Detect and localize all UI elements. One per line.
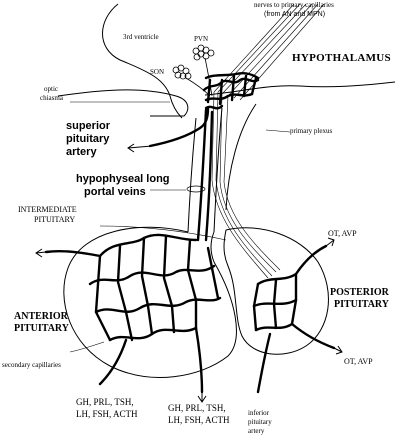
primary-plexus-label: primary plexus (290, 127, 333, 135)
hormones-left-2: LH, FSH, ACTH (76, 409, 138, 419)
son-label: SON (150, 68, 165, 76)
hypothalamus-label: HYPOTHALAMUS (292, 52, 391, 64)
nerves-source-label: (from AN and MPN) (264, 11, 326, 18)
inferior-label-3: artery (248, 427, 265, 435)
nerves-label: nerves to primary capillaries (254, 1, 334, 9)
hormones-left-1: GH, PRL, TSH, (76, 397, 134, 407)
ot-avp-bottom-label: OT, AVP (344, 357, 373, 366)
anterior-label-1: ANTERIOR (14, 311, 68, 322)
posterior-capillaries (252, 244, 336, 394)
posterior-outline (223, 227, 329, 355)
hypothalamus-floor (204, 81, 396, 96)
primary-plexus (202, 72, 260, 110)
inferior-label-2: pituitary (248, 418, 272, 426)
mid-arrow (197, 392, 207, 403)
ot-avp-top-arrow (325, 237, 335, 247)
secondary-capillaries (88, 233, 222, 342)
portal-veins (196, 108, 214, 242)
median-eminence-right (225, 103, 257, 211)
posterior-label-1: POSTERIOR (330, 287, 389, 298)
ot-avp-bottom-arrow (333, 345, 343, 355)
intermediate-label-2: PITUITARY (34, 215, 76, 224)
pvn-label: PVN (194, 35, 209, 43)
son-cluster (172, 64, 192, 80)
anterior-exit-vessels (44, 250, 204, 394)
portal-label-1: hypophyseal long (76, 173, 170, 185)
chiasma-label: chiasma (40, 94, 63, 102)
portal-label-2: portal veins (84, 186, 146, 198)
inferior-label-1: inferior (248, 409, 269, 417)
portal-vein-marker (186, 185, 206, 193)
superior-artery-arrow (127, 143, 153, 153)
intermediate-label-1: INTERMEDIATE (18, 205, 77, 214)
third-ventricle-label: 3rd ventricle (123, 33, 159, 41)
superior-label-3: artery (66, 146, 97, 158)
optic-chiasma-outline (57, 89, 189, 117)
secondary-capillaries-label: secondary capillaries (2, 361, 61, 369)
superior-artery (148, 106, 210, 148)
superior-label-1: superior (66, 120, 111, 132)
hormones-mid-1: GH, PRL, TSH, (168, 403, 226, 413)
primary-plexus-pointer (265, 129, 291, 133)
superior-label-2: pituitary (66, 133, 110, 145)
anterior-outline (63, 226, 237, 378)
ot-avp-top-label: OT, AVP (328, 229, 357, 238)
secondary-pointer (69, 341, 105, 353)
nerve-fibres (211, 3, 325, 279)
third-ventricle-outline (102, 3, 183, 119)
intermediate-pointer (99, 225, 227, 241)
hormones-mid-2: LH, FSH, ACTH (168, 415, 230, 425)
posterior-label-2: PITUITARY (334, 299, 390, 310)
pvn-cluster (192, 44, 215, 61)
stalk-right (213, 107, 223, 233)
stalk-left (187, 117, 197, 233)
anterior-label-2: PITUITARY (14, 323, 70, 334)
optic-label: optic (44, 85, 58, 93)
left-arrow (35, 248, 47, 258)
